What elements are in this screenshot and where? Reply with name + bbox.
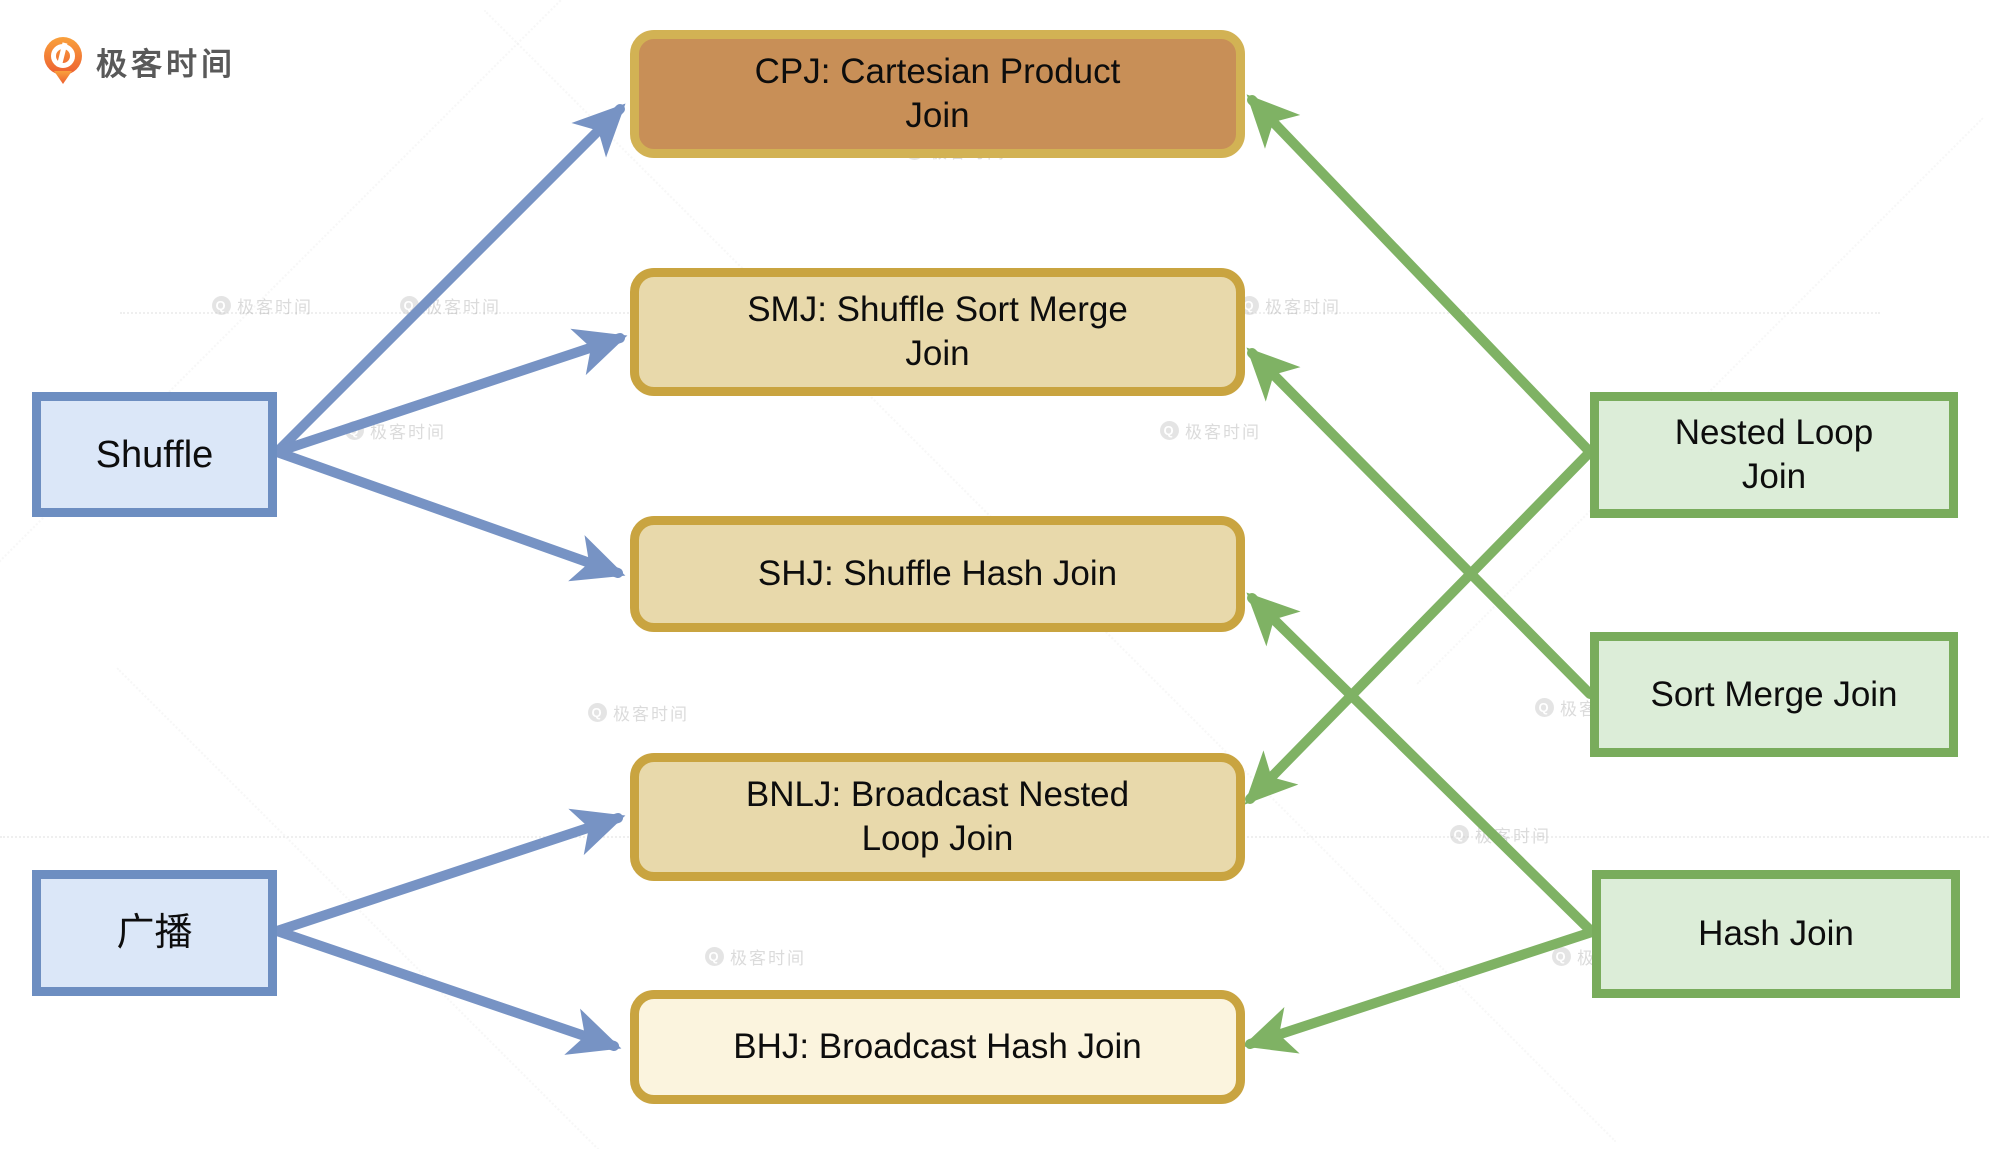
node-sort-merge-join: Sort Merge Join (1590, 632, 1958, 757)
edge-sort-merge-join-to-smj (1246, 347, 1595, 699)
edge-nested-loop-join-to-bnlj (1244, 447, 1595, 805)
edge-shuffle-to-cpj (272, 103, 626, 457)
node-hash-join: Hash Join (1592, 870, 1960, 998)
geekbang-circle-icon: Q (588, 703, 607, 722)
node-shuffle-label: Shuffle (95, 433, 214, 476)
node-bhj-label: BHJ: Broadcast Hash Join (733, 1027, 1142, 1066)
geekbang-circle-icon: Q (1535, 698, 1554, 717)
geekbang-circle-icon: Q (705, 947, 724, 966)
edge-shuffle-to-shj (272, 447, 626, 582)
geekbang-circle-icon: Q (400, 296, 419, 315)
geekbang-circle-icon: Q (345, 421, 364, 440)
geekbang-pin-icon (44, 37, 82, 84)
node-hash-join-label: Hash Join (1698, 914, 1854, 953)
node-broadcast-label: 广播 (116, 912, 193, 954)
node-bhj: BHJ: Broadcast Hash Join (630, 990, 1245, 1104)
edge-nested-loop-join-to-cpj (1246, 94, 1595, 457)
geekbang-logo: 极客时间 (42, 36, 236, 86)
node-shj: SHJ: Shuffle Hash Join (630, 516, 1245, 632)
geekbang-circle-icon: Q (1450, 825, 1469, 844)
edge-broadcast-to-bnlj (272, 808, 626, 936)
edge-broadcast-to-bhj (272, 926, 622, 1055)
logo-text: 极客时间 (96, 46, 236, 82)
edge-shuffle-to-smj (272, 328, 628, 457)
geekbang-circle-icon: Q (1160, 421, 1179, 440)
node-shuffle: Shuffle (32, 392, 277, 517)
geekbang-circle-icon: Q (1552, 947, 1571, 966)
node-sort-merge-join-label: Sort Merge Join (1650, 674, 1898, 714)
node-broadcast: 广播 (32, 870, 277, 996)
geekbang-circle-icon: Q (212, 296, 231, 315)
edge-hash-join-to-shj (1246, 592, 1597, 937)
node-shj-label: SHJ: Shuffle Hash Join (757, 554, 1118, 593)
